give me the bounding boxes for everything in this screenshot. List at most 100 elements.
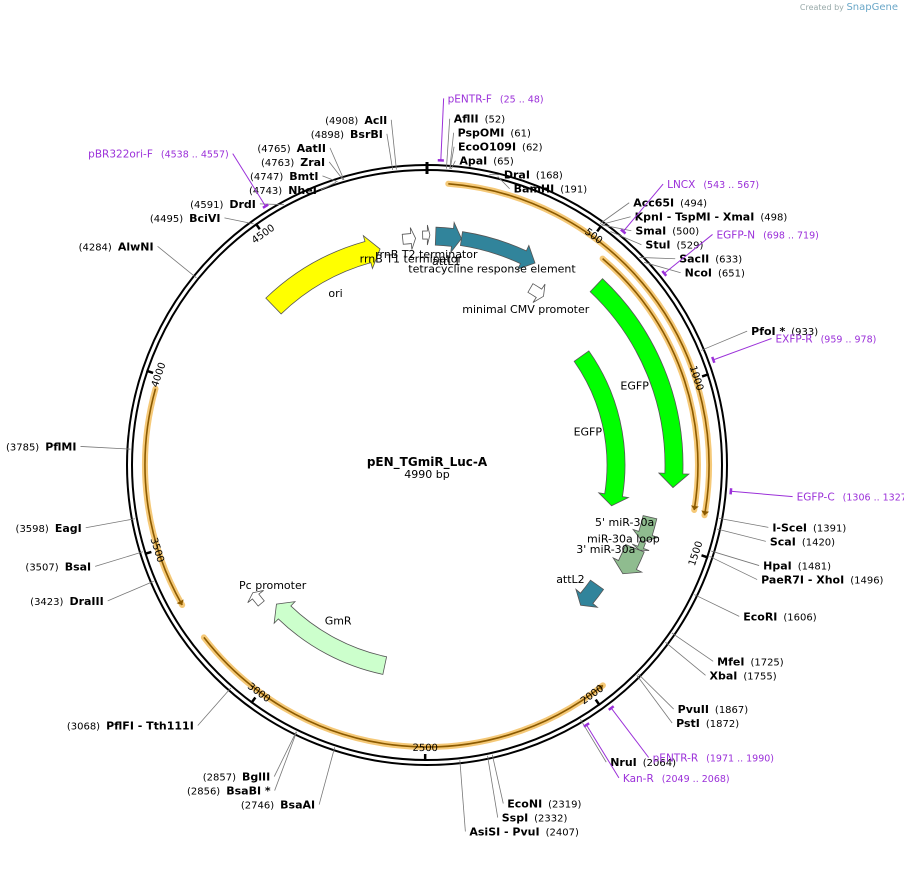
restriction-site[interactable]: NcoI(651) — [685, 267, 745, 280]
restriction-site[interactable]: PspOMI(61) — [458, 127, 531, 140]
orf-arc — [448, 183, 710, 516]
primer-range: (543 .. 567) — [703, 180, 759, 191]
restriction-site[interactable]: Acc65I(494) — [633, 197, 707, 210]
restriction-site[interactable]: (2856) BsaBI * — [187, 785, 271, 798]
restriction-site[interactable]: PfoI *(933) — [751, 325, 818, 338]
restriction-site[interactable]: (3423)DraIII — [30, 595, 104, 608]
credit-brand: SnapGene — [846, 2, 898, 13]
restriction-site[interactable]: (2746)BsaAI — [241, 799, 315, 812]
feature-arrow — [273, 601, 388, 675]
primer[interactable]: Kan-R(2049 .. 2068) — [623, 773, 730, 785]
primer-range: (25 .. 48) — [500, 94, 544, 105]
restriction-site[interactable]: (4743)NheI — [249, 184, 317, 197]
restriction-site[interactable]: SacII(633) — [679, 253, 742, 266]
restriction-site[interactable]: (4898)BsrBI — [311, 128, 383, 141]
restriction-site[interactable]: PaeR7I - XhoI(1496) — [761, 574, 883, 587]
restriction-site[interactable]: MfeI(1725) — [717, 655, 784, 668]
orf-halo — [142, 385, 186, 608]
site-name: HpaI — [763, 560, 792, 573]
restriction-site[interactable]: (3598)EagI — [16, 522, 82, 535]
restriction-site[interactable]: PstI(1872) — [676, 717, 739, 730]
restriction-site[interactable]: PvuII(1867) — [678, 703, 749, 716]
feature-label: rrnB T2 terminator — [375, 248, 478, 261]
restriction-site[interactable]: (4763)ZraI — [261, 156, 325, 169]
feature-label: EGFP — [574, 426, 603, 439]
restriction-site[interactable]: (4591)DrdI — [190, 198, 256, 211]
restriction-site[interactable]: (4747)BmtI — [250, 170, 318, 183]
site-position: (4284) — [79, 242, 112, 253]
restriction-site[interactable]: SmaI(500) — [635, 225, 699, 238]
primer[interactable]: pENTR-R(1971 .. 1990) — [653, 753, 774, 765]
site-position: (191) — [560, 185, 587, 196]
site-leader — [157, 246, 197, 279]
site-position: (4765) — [257, 144, 290, 155]
restriction-site[interactable]: (4495)BciVI — [150, 212, 221, 225]
restriction-site[interactable]: (2857)BglII — [203, 771, 270, 784]
restriction-site[interactable]: BamHI(191) — [514, 183, 588, 196]
restriction-site[interactable]: ApaI(65) — [459, 155, 514, 168]
site-position: (2856) — [187, 787, 220, 798]
restriction-site[interactable]: (3507)BsaI — [25, 560, 91, 573]
orf-layer — [142, 180, 712, 750]
restriction-site[interactable]: EcoRI(1606) — [743, 610, 817, 623]
primer-site — [661, 270, 668, 277]
restriction-site[interactable]: (3068)PflFI - Tth111I — [67, 720, 194, 733]
primer-range: (4538 .. 4557) — [161, 150, 229, 161]
primer-layer: pENTR-F(25 .. 48) pBR322ori-F(4538 .. 455… — [88, 93, 904, 784]
primer[interactable]: LNCX(543 .. 567) — [667, 179, 759, 191]
primer[interactable]: pENTR-F(25 .. 48) — [448, 93, 544, 105]
site-leader — [95, 551, 144, 567]
restriction-site[interactable]: StuI(529) — [645, 239, 703, 252]
site-name: DraIII — [69, 595, 103, 608]
restriction-site[interactable]: HpaI(1481) — [763, 560, 831, 573]
restriction-site[interactable]: AflII(52) — [454, 113, 505, 126]
site-name: NcoI — [685, 267, 712, 280]
site-layer: AflII(52)PspOMI(61)EcoO109I(62)ApaI(65)D… — [6, 113, 884, 839]
site-leader — [487, 755, 499, 818]
primer-range: (1306 .. 1327) — [843, 493, 904, 504]
site-name: I-SceI — [772, 521, 807, 534]
site-name: AsiSI - PvuI — [469, 826, 539, 839]
site-name: BsaAI — [280, 799, 315, 812]
tick-label: 1500 — [687, 540, 705, 568]
restriction-site[interactable]: EcoNI(2319) — [507, 798, 581, 811]
restriction-site[interactable]: (4765)AatII — [257, 142, 326, 155]
restriction-site[interactable]: ScaI(1420) — [770, 535, 835, 548]
credit-prefix: Created by — [799, 3, 844, 12]
primer-range: (2049 .. 2068) — [662, 774, 730, 785]
site-leader — [459, 760, 466, 832]
primer-site — [711, 356, 716, 364]
site-leader — [719, 517, 769, 528]
site-name: PvuII — [678, 703, 709, 716]
primer[interactable]: EGFP-C(1306 .. 1327) — [797, 492, 904, 504]
restriction-site[interactable]: XbaI(1755) — [710, 669, 777, 682]
site-position: (168) — [536, 171, 563, 182]
restriction-site[interactable]: (4908)AclI — [325, 114, 387, 127]
primer[interactable]: EXFP-R(959 .. 978) — [776, 333, 877, 345]
restriction-site[interactable]: DraI(168) — [504, 169, 563, 182]
restriction-site[interactable]: AsiSI - PvuI(2407) — [469, 826, 579, 839]
feature-label: rrnB T1 terminator — [360, 253, 463, 266]
site-leader — [601, 216, 631, 225]
restriction-site[interactable]: I-SceI(1391) — [772, 521, 846, 534]
primer[interactable]: pBR322ori-F(4538 .. 4557) — [88, 149, 229, 161]
site-leader — [85, 518, 135, 529]
site-name: BsaI — [65, 560, 91, 573]
feature-arrow — [434, 221, 462, 254]
site-leader — [320, 181, 337, 191]
site-name: EagI — [55, 522, 82, 535]
restriction-site[interactable]: (3785)PflMI — [6, 440, 77, 453]
restriction-site[interactable]: EcoO109I(62) — [458, 141, 543, 154]
site-name: BglII — [242, 771, 270, 784]
site-name: BsaBI * — [226, 785, 271, 798]
restriction-site[interactable]: KpnI - TspMI - XmaI(498) — [635, 211, 788, 224]
restriction-site[interactable]: (4284)AlwNI — [79, 240, 154, 253]
primer[interactable]: EGFP-N(698 .. 719) — [717, 229, 819, 241]
site-name: SacII — [679, 253, 709, 266]
plasmid-size: 4990 bp — [404, 468, 449, 481]
site-leader — [709, 556, 758, 580]
restriction-site[interactable]: NruI(2064) — [610, 756, 676, 769]
restriction-site[interactable]: SspI(2332) — [502, 812, 568, 825]
site-name: ScaI — [770, 535, 796, 548]
